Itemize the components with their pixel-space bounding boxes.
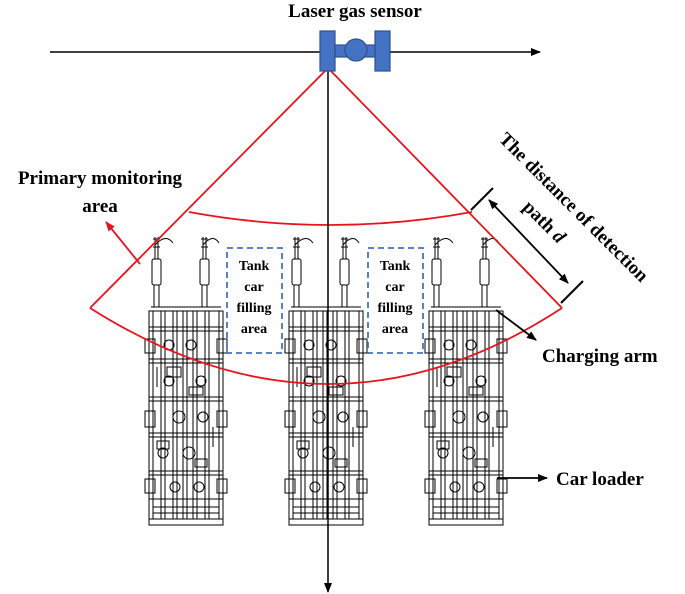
label-tank-left-1: Tank	[239, 259, 270, 274]
label-tank-right-3: filling	[377, 301, 412, 316]
charging-arm-arrow	[495, 309, 537, 341]
fan-inner-arc	[188, 211, 473, 226]
primary-area-arrow	[105, 221, 141, 265]
car-loader-left	[144, 236, 228, 526]
fan-left-edge	[89, 67, 329, 309]
label-tank-left-2: car	[244, 280, 263, 295]
car-loader-right	[424, 236, 508, 526]
laser-sensor-icon	[319, 30, 391, 72]
distance-tick-bottom	[560, 280, 584, 304]
label-tank-right: Tank car filling area	[377, 259, 412, 337]
car-loader-middle	[284, 236, 368, 526]
label-tank-left-3: filling	[236, 301, 271, 316]
label-car-loader: Car loader	[556, 469, 644, 490]
label-tank-left-4: area	[241, 322, 267, 337]
distance-tick-top	[470, 187, 494, 211]
distance-arrow	[488, 199, 569, 284]
label-tank-right-4: area	[382, 322, 408, 337]
label-sensor: Laser gas sensor	[288, 1, 422, 22]
fan-right-edge	[327, 67, 563, 309]
label-primary-area-2: area	[82, 196, 118, 217]
label-tank-right-1: Tank	[380, 259, 411, 274]
label-charging-arm: Charging arm	[542, 346, 658, 367]
label-primary-area-1: Primary monitoring	[18, 168, 183, 189]
label-tank-right-2: car	[385, 280, 404, 295]
label-tank-left: Tank car filling area	[236, 259, 271, 337]
